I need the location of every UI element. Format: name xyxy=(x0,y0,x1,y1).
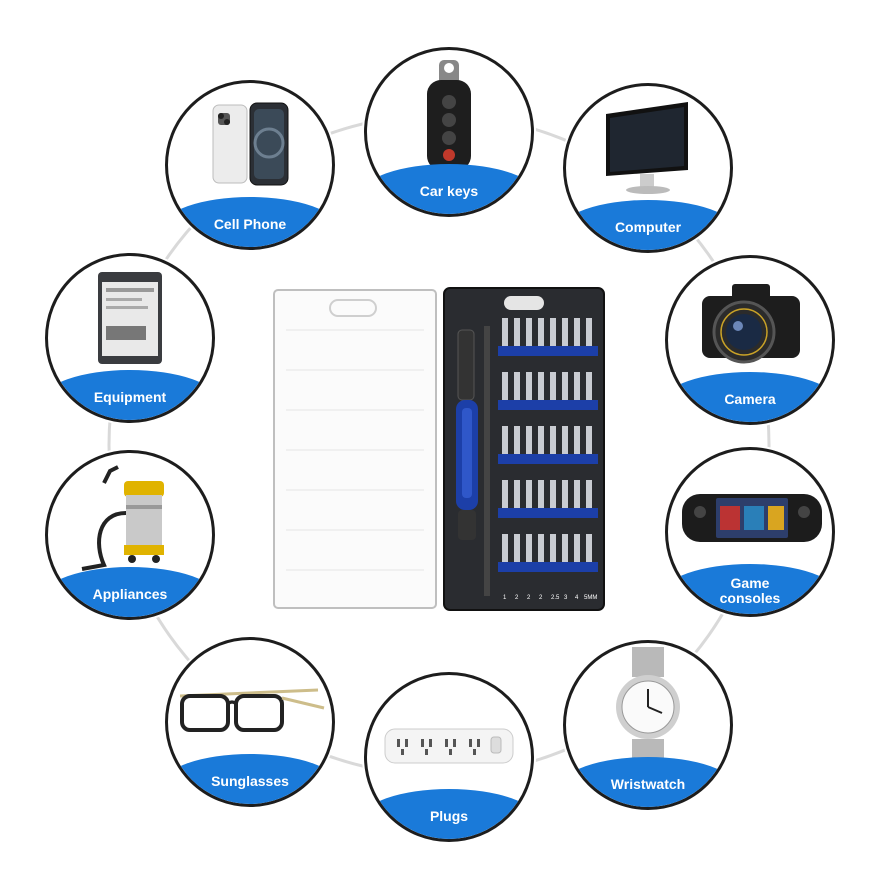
hex-key-labels: 1 2 2 2 2.5 3 4 5MM xyxy=(503,595,597,601)
cell-phone-icon xyxy=(212,102,289,186)
car-keys-badge: Car keys xyxy=(364,47,534,217)
clear-lid xyxy=(273,289,437,609)
wristwatch-icon xyxy=(616,647,680,769)
size-label: 2 xyxy=(527,595,531,601)
wristwatch-badge: Wristwatch xyxy=(563,640,733,810)
equipment-badge: Equipment xyxy=(45,253,215,423)
size-label: 2 xyxy=(515,595,519,601)
camera-band xyxy=(668,372,832,422)
hard-drive-icon xyxy=(98,272,162,364)
sunglasses-band xyxy=(168,754,332,804)
car-keys-band xyxy=(367,164,531,214)
wristwatch-label: Wristwatch xyxy=(610,776,686,792)
computer-badge: Computer xyxy=(563,83,733,253)
size-label: 5MM xyxy=(584,595,597,601)
size-label: 1 xyxy=(503,595,507,601)
game-consoles-label: Game consoles xyxy=(719,575,781,606)
size-label: 3 xyxy=(564,595,568,601)
glasses-icon xyxy=(179,688,325,732)
game-consoles-band xyxy=(668,564,832,614)
sunglasses-label: Sunglasses xyxy=(211,773,289,789)
plugs-label: Plugs xyxy=(429,808,469,824)
cell-phone-badge: Cell Phone xyxy=(165,80,335,250)
wristwatch-band xyxy=(566,757,730,807)
appliances-band xyxy=(48,567,212,617)
equipment-label: Equipment xyxy=(93,389,167,405)
equipment-band xyxy=(48,370,212,420)
sunglasses-badge: Sunglasses xyxy=(165,637,335,807)
computer-icon xyxy=(606,102,688,194)
car-keys-label: Car keys xyxy=(419,183,479,199)
size-label: 2.5 xyxy=(551,595,560,601)
vacuum-cleaner-icon xyxy=(81,465,164,571)
appliances-label: Appliances xyxy=(92,586,168,602)
computer-band xyxy=(566,200,730,250)
camera-icon xyxy=(702,284,800,364)
game-console-icon xyxy=(682,494,822,542)
power-strip-icon xyxy=(384,728,514,764)
screwdriver-handle xyxy=(456,329,478,540)
appliances-badge: Appliances xyxy=(45,450,215,620)
size-label: 4 xyxy=(575,595,579,601)
cell-phone-band xyxy=(168,197,332,247)
computer-label: Computer xyxy=(614,219,682,235)
game-consoles-badge: Game consoles xyxy=(665,447,835,617)
camera-label: Camera xyxy=(724,391,776,407)
cell-phone-label: Cell Phone xyxy=(213,216,287,232)
car-key-icon xyxy=(427,60,471,170)
size-label: 2 xyxy=(539,595,543,601)
plugs-band xyxy=(367,789,531,839)
plugs-badge: Plugs xyxy=(364,672,534,842)
bit-rows xyxy=(498,318,598,572)
camera-badge: Camera xyxy=(665,255,835,425)
screwdriver-kit: 1 2 2 2 2.5 3 4 5MM xyxy=(273,287,605,611)
